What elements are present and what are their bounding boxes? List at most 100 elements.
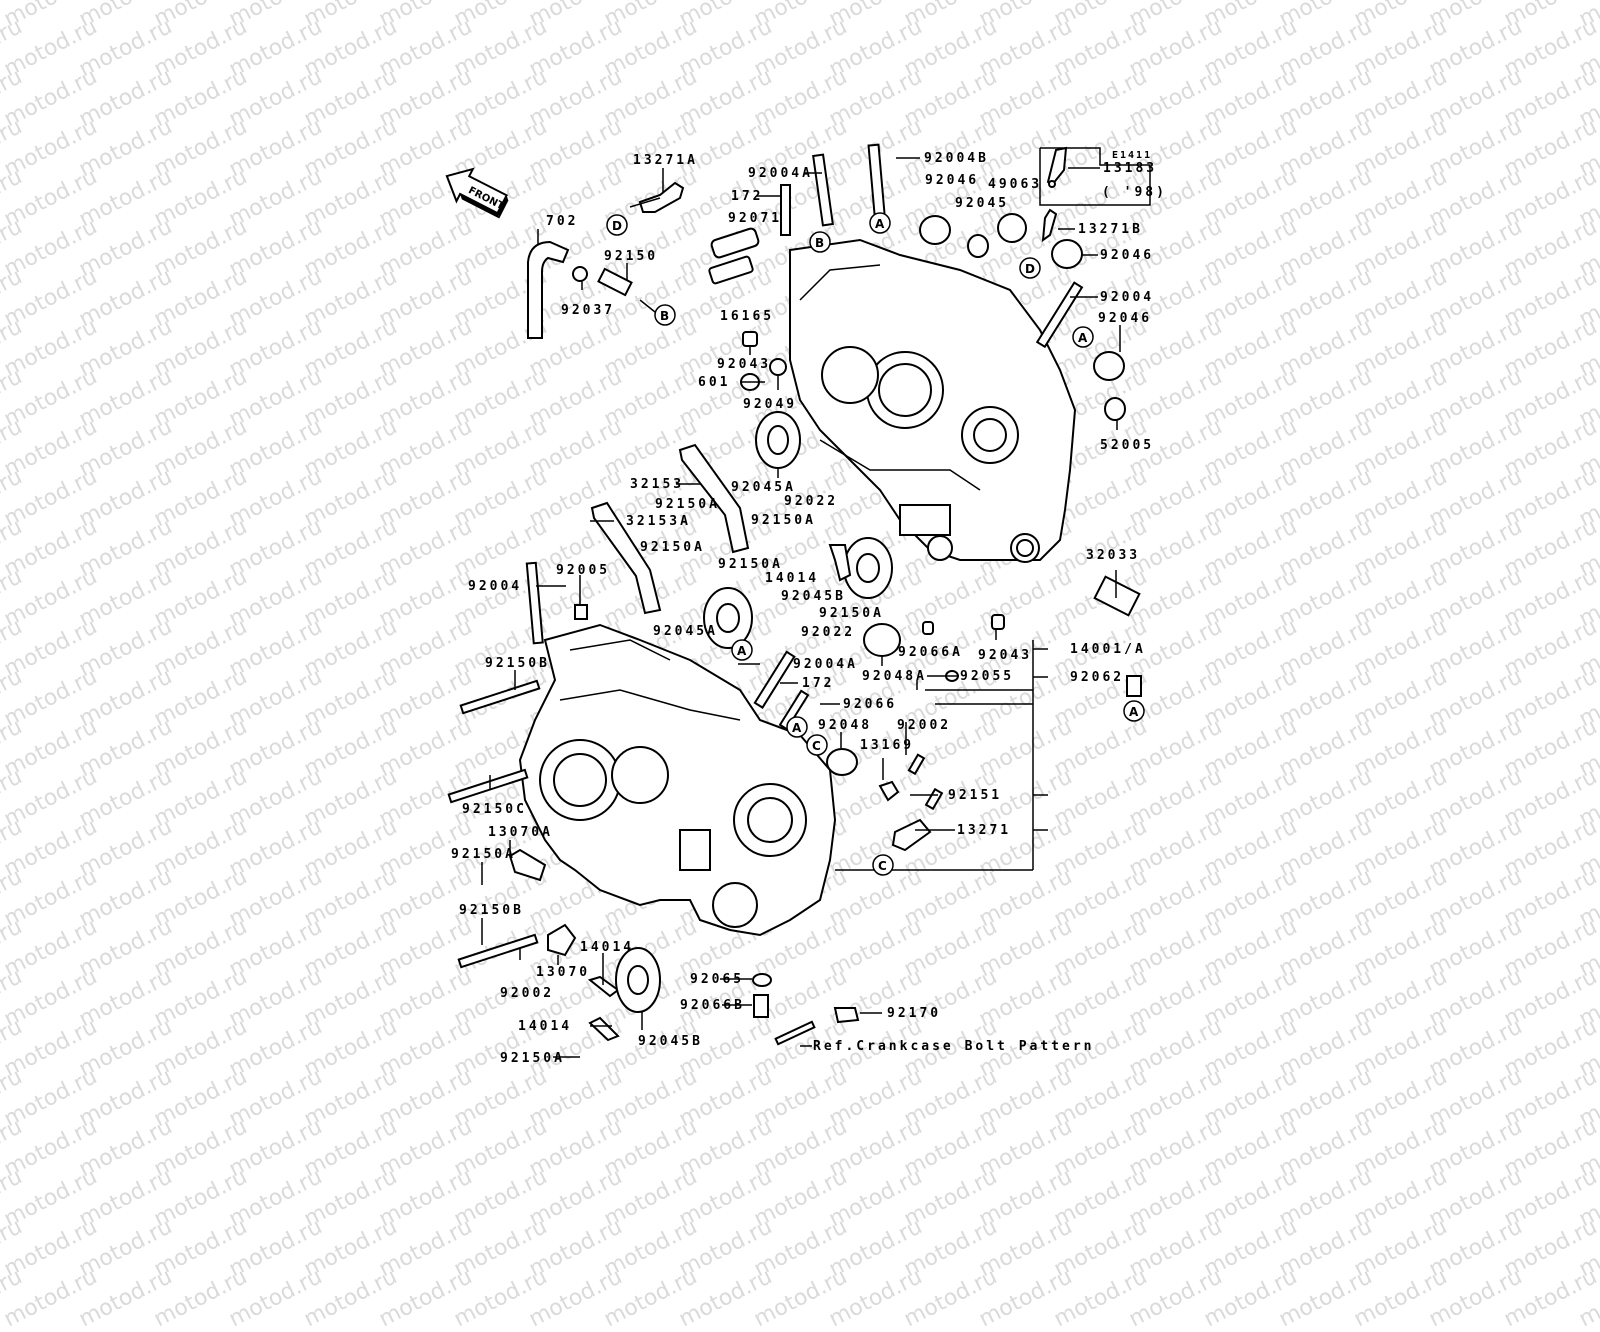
part-label: 13271B xyxy=(1078,222,1143,237)
ref-marker-a: A xyxy=(1123,700,1145,722)
part-label: 92062 xyxy=(1070,670,1124,685)
ref-marker-a: A xyxy=(786,716,808,738)
svg-text:A: A xyxy=(1078,331,1088,345)
part-label: 92066A xyxy=(898,645,963,660)
ref-marker-b: B xyxy=(654,304,676,326)
part-label: 172 xyxy=(731,189,763,204)
part-labels: 13271A 702 92150 92037 92004A 92004B 172… xyxy=(451,151,1154,1066)
part-label: 92046 xyxy=(1098,311,1152,326)
part-label: 92150C xyxy=(462,802,527,817)
part-label: 92045B xyxy=(638,1034,703,1049)
reference-markers: D B B A D A A A C A C xyxy=(606,212,1145,876)
part-label: 92065 xyxy=(690,972,744,987)
part-label: 32153 xyxy=(630,477,684,492)
watermark-text: motod.ru xyxy=(600,1264,702,1332)
part-label: 14001/A xyxy=(1070,642,1146,657)
part-label: 601 xyxy=(698,375,730,390)
watermark-text: motod.ru xyxy=(0,1264,102,1332)
part-label: 92055 xyxy=(960,669,1014,684)
part-label: 92045A xyxy=(653,624,718,639)
watermark-text: motod.ru xyxy=(450,1264,552,1332)
watermark-text: motod.ru xyxy=(0,1264,27,1332)
svg-text:C: C xyxy=(878,859,887,873)
part-label: 92004 xyxy=(1100,290,1154,305)
watermark-text: motod.ru xyxy=(1275,1264,1377,1332)
watermark-text: motod.ru xyxy=(975,1214,1077,1283)
inset-part-label: 13183 xyxy=(1103,161,1157,176)
svg-text:A: A xyxy=(875,217,885,231)
part-label: 92150A xyxy=(640,540,705,555)
watermark-text: motod.ru xyxy=(750,1264,852,1332)
watermark-text: motod.ru xyxy=(150,1264,252,1332)
part-label: 92046 xyxy=(1100,248,1154,263)
watermark-text: motod.ru xyxy=(1125,1264,1227,1332)
part-label: 92004A xyxy=(748,166,813,181)
part-label: 13271 xyxy=(957,823,1011,838)
inset-box: E1411 13183 ( '98) xyxy=(1039,146,1167,206)
watermark-text: motod.ru xyxy=(225,1214,327,1283)
watermark-text: motod.ru xyxy=(825,1264,927,1332)
part-label: 92048 xyxy=(818,718,872,733)
watermark-text: motod.ru xyxy=(300,1214,402,1283)
watermark-text: motod.ru xyxy=(600,1214,702,1283)
ref-marker-a: A xyxy=(869,212,891,234)
part-label: 92150B xyxy=(485,656,550,671)
ref-marker-a: A xyxy=(731,639,753,661)
part-label: 92150 xyxy=(604,249,658,264)
part-label: 92037 xyxy=(561,303,615,318)
watermark-text: motod.ru xyxy=(1425,1264,1527,1332)
watermark-text: motod.ru xyxy=(450,1214,552,1283)
watermark-text: motod.ru xyxy=(1275,1214,1377,1283)
part-label: 172 xyxy=(802,676,834,691)
part-label: 92150A xyxy=(655,497,720,512)
watermark-text: motod.ru xyxy=(675,1214,777,1283)
part-label: 92004B xyxy=(924,151,989,166)
part-label: 92045A xyxy=(731,480,796,495)
front-arrow-icon: FRONT xyxy=(445,167,509,219)
watermark-text: motod.ru xyxy=(1050,1264,1152,1332)
part-label: 92002 xyxy=(897,718,951,733)
part-label: 92170 xyxy=(887,1006,941,1021)
part-label: 32153A xyxy=(626,514,691,529)
part-label: 92046 xyxy=(925,173,979,188)
svg-text:B: B xyxy=(815,236,824,250)
part-label: 13070A xyxy=(488,825,553,840)
inset-note: ( '98) xyxy=(1102,185,1167,200)
part-label: 92004A xyxy=(793,657,858,672)
watermark-text: motod.ru xyxy=(1200,1264,1302,1332)
part-label: 92022 xyxy=(784,494,838,509)
part-label: 92002 xyxy=(500,986,554,1001)
part-label: 92150B xyxy=(459,903,524,918)
part-label: 92043 xyxy=(717,357,771,372)
watermark-text: motod.ru xyxy=(750,1214,852,1283)
part-label: 92150A xyxy=(451,847,516,862)
watermark-text: motod.ru xyxy=(1050,1214,1152,1283)
watermark-text: motod.ru xyxy=(1125,1214,1227,1283)
ref-marker-b: B xyxy=(809,231,831,253)
watermark-text: motod.ru xyxy=(300,1264,402,1332)
svg-text:D: D xyxy=(1025,262,1035,276)
upper-crankcase-half xyxy=(789,238,1077,563)
part-label: 14014 xyxy=(765,571,819,586)
watermark-text: motod.ru xyxy=(900,1214,1002,1283)
part-label: 92066B xyxy=(680,998,745,1013)
part-label: 52005 xyxy=(1100,438,1154,453)
svg-text:A: A xyxy=(737,644,747,658)
svg-text:D: D xyxy=(612,219,622,233)
watermark-text: motod.ru xyxy=(75,1264,177,1332)
part-label: 13169 xyxy=(860,738,914,753)
svg-text:A: A xyxy=(792,721,802,735)
watermark-text: motod.ru xyxy=(525,1264,627,1332)
part-label: 702 xyxy=(546,214,578,229)
hose-702 xyxy=(527,240,570,339)
watermark-text: motod.ru xyxy=(375,1214,477,1283)
watermark-text: motod.ru xyxy=(525,1214,627,1283)
part-label: 92043 xyxy=(978,648,1032,663)
part-label: 13070 xyxy=(536,965,590,980)
watermark-text: motod.ru xyxy=(975,1264,1077,1332)
part-label: 92150A xyxy=(718,557,783,572)
watermark-text: motod.ru xyxy=(1425,1214,1527,1283)
watermark-text: motod.ru xyxy=(1575,1264,1600,1332)
crankcase-exploded-diagram: FRONT E1411 13183 ( '98) xyxy=(445,143,1167,1066)
part-label: 16165 xyxy=(720,309,774,324)
